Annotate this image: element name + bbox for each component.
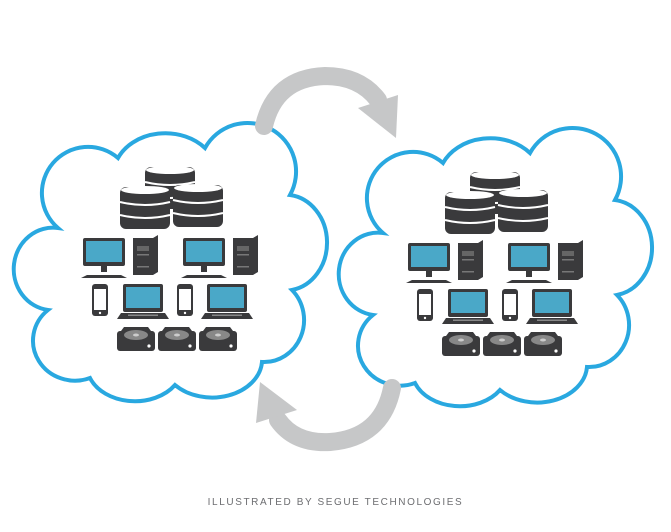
illustration-credit: ILLUSTRATED BY SEGUE TECHNOLOGIES xyxy=(207,497,464,508)
sync-arrow-left xyxy=(256,379,401,452)
cloud-right xyxy=(336,125,655,409)
cloud-left xyxy=(11,120,330,404)
sync-arrow-right xyxy=(255,66,398,138)
